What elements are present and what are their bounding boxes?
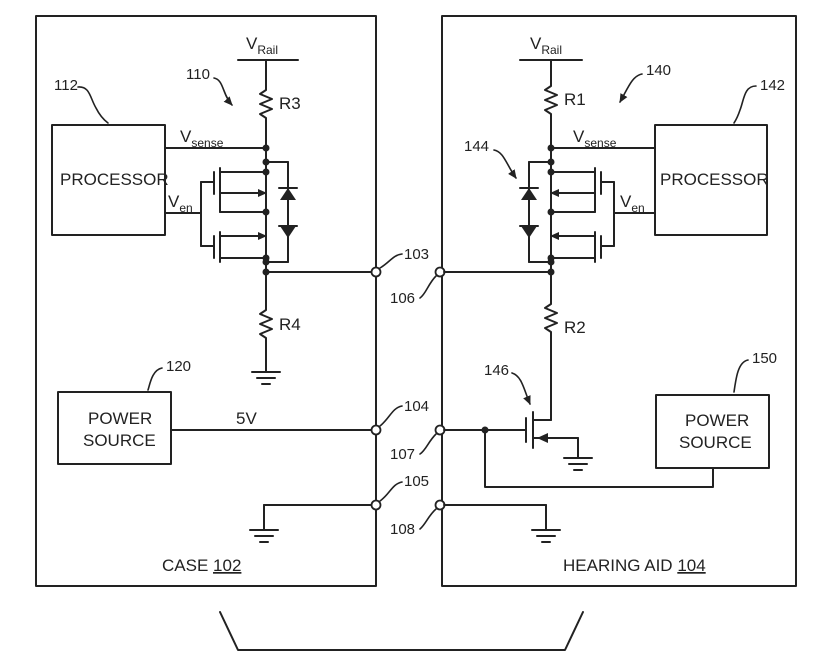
svg-text:Ven: Ven: [168, 192, 193, 215]
svg-text:R4: R4: [279, 315, 301, 334]
ha-resistor-r2: R2: [544, 271, 586, 421]
case-mosfet-switch: [213, 144, 298, 276]
svg-text:103: 103: [404, 246, 429, 263]
svg-text:PROCESSOR: PROCESSOR: [660, 170, 769, 189]
ha-power-line: [484, 429, 714, 488]
svg-text:VRail: VRail: [530, 34, 562, 57]
svg-text:146: 146: [484, 362, 509, 379]
svg-text:POWER: POWER: [88, 409, 152, 428]
bottom-bracket: [219, 611, 584, 651]
svg-text:120: 120: [166, 358, 191, 375]
svg-text:150: 150: [752, 350, 777, 367]
ha-ground-108: [443, 504, 561, 543]
svg-text:Vsense: Vsense: [573, 127, 617, 150]
case-processor: PROCESSOR 112: [51, 77, 169, 236]
case-power-source: POWER SOURCE 120: [57, 358, 191, 465]
case-vrail: VRail: [237, 34, 299, 61]
svg-text:104: 104: [404, 398, 429, 415]
svg-text:144: 144: [464, 138, 489, 155]
terminal-108: 108: [390, 499, 446, 538]
svg-text:POWER: POWER: [685, 411, 749, 430]
hearing-aid-boundary: [441, 15, 797, 587]
ha-power-source: POWER SOURCE 150: [655, 350, 777, 469]
case-5v-line: 5V: [170, 409, 373, 431]
case-boundary: [35, 15, 377, 587]
svg-text:106: 106: [390, 290, 415, 307]
svg-text:PROCESSOR: PROCESSOR: [60, 170, 169, 189]
svg-text:SOURCE: SOURCE: [679, 433, 752, 452]
svg-text:110: 110: [186, 66, 210, 83]
svg-text:SOURCE: SOURCE: [83, 431, 156, 450]
terminal-103: 103: [370, 246, 429, 278]
ha-transistor: 146: [443, 362, 593, 471]
case-resistor-r3: R3: [259, 59, 301, 149]
ha-vrail: VRail: [519, 34, 583, 61]
terminal-107: 107: [390, 424, 446, 463]
case-vsense: Vsense: [164, 127, 267, 150]
svg-text:R2: R2: [564, 318, 586, 337]
ha-switch-ref: 144: [464, 138, 517, 179]
case-ground-105: [249, 504, 373, 543]
ha-vsense: Vsense: [550, 127, 656, 150]
svg-text:5V: 5V: [236, 409, 257, 428]
svg-text:R1: R1: [564, 90, 586, 109]
terminal-106: 106: [390, 266, 446, 307]
ha-mosfet-switch: [519, 144, 602, 276]
ha-circuit-ref: 140: [619, 62, 671, 103]
case-circuit-ref: 110: [186, 66, 233, 106]
terminal-104: 104: [370, 398, 429, 436]
svg-text:140: 140: [646, 62, 671, 79]
case-caption: CASE 102: [162, 556, 241, 575]
ha-ven: Ven: [600, 181, 656, 247]
svg-text:142: 142: [760, 77, 785, 94]
svg-text:R3: R3: [279, 94, 301, 113]
svg-text:Vsense: Vsense: [180, 127, 224, 150]
case-ground-r4: [251, 371, 281, 385]
terminal-105: 105: [370, 473, 429, 511]
ha-processor: PROCESSOR 142: [654, 77, 785, 236]
svg-text:105: 105: [404, 473, 429, 490]
svg-text:112: 112: [54, 77, 78, 94]
case-resistor-r4: R4: [259, 271, 301, 373]
ha-resistor-r1: R1: [544, 59, 586, 149]
svg-text:VRail: VRail: [246, 34, 278, 57]
case-ven: Ven: [164, 181, 215, 247]
hearing-aid-caption: HEARING AID 104: [563, 556, 706, 575]
svg-text:108: 108: [390, 521, 415, 538]
svg-text:107: 107: [390, 446, 415, 463]
svg-text:Ven: Ven: [620, 192, 645, 215]
